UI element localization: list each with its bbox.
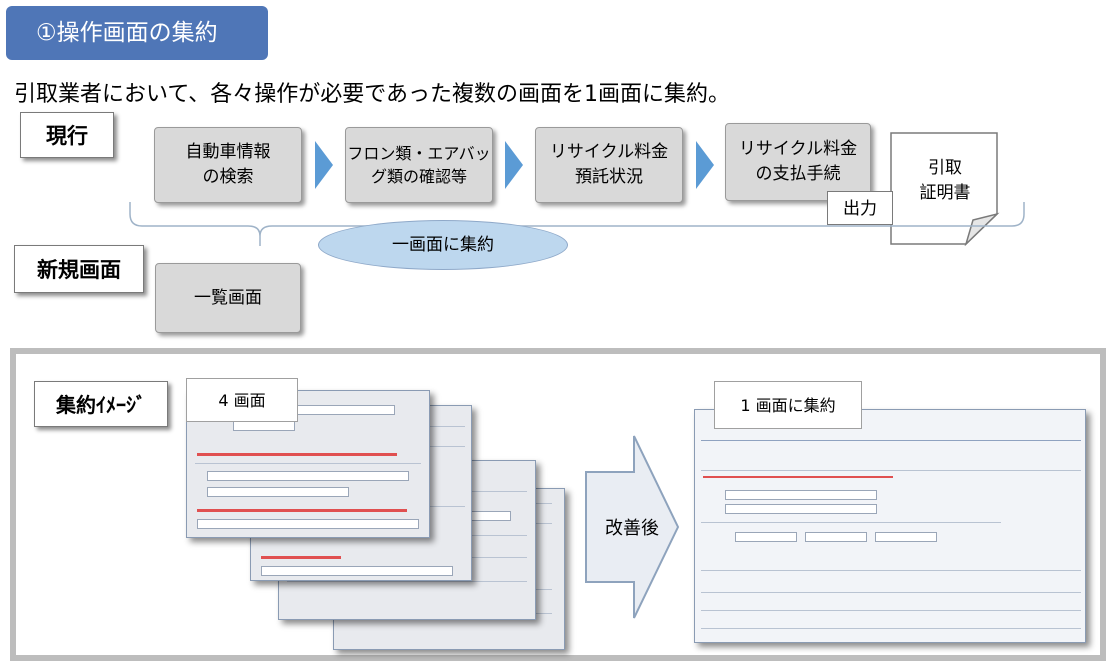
- chevron-right-icon: [696, 141, 714, 189]
- flow-step-deposit-status: リサイクル料金 預託状況: [535, 127, 683, 203]
- image-section-label: 集約ｲﾒｰｼﾞ: [34, 381, 168, 427]
- four-screens-label: 4 画面: [186, 378, 298, 422]
- arrow-right-icon: [585, 435, 680, 619]
- document-label: 引取 証明書: [919, 158, 971, 203]
- after-label: 改善後: [605, 518, 659, 539]
- new-screen-label: 新規画面: [14, 245, 144, 293]
- consolidated-screen-thumbnail: [694, 409, 1086, 643]
- section-title: ①操作画面の集約: [6, 6, 268, 60]
- lead-text: 引取業者において、各々操作が必要であった複数の画面を1画面に集約。: [14, 82, 731, 107]
- consolidate-oval: 一画面に集約: [318, 220, 568, 270]
- flow-step-fluorocarbon-check: フロン類・エアバッ グ類の確認等: [345, 127, 493, 203]
- chevron-right-icon: [315, 141, 333, 189]
- bracket: [129, 202, 1025, 246]
- one-screen-label: 1 画面に集約: [714, 381, 862, 429]
- current-label: 現行: [20, 112, 114, 158]
- chevron-right-icon: [505, 141, 523, 189]
- flow-step-payment: リサイクル料金 の支払手続: [725, 123, 871, 201]
- flow-step-vehicle-search: 自動車情報 の検索: [154, 127, 302, 203]
- output-label: 出力: [827, 191, 893, 225]
- list-screen-box: 一覧画面: [155, 263, 301, 333]
- document-icon: [890, 132, 1000, 246]
